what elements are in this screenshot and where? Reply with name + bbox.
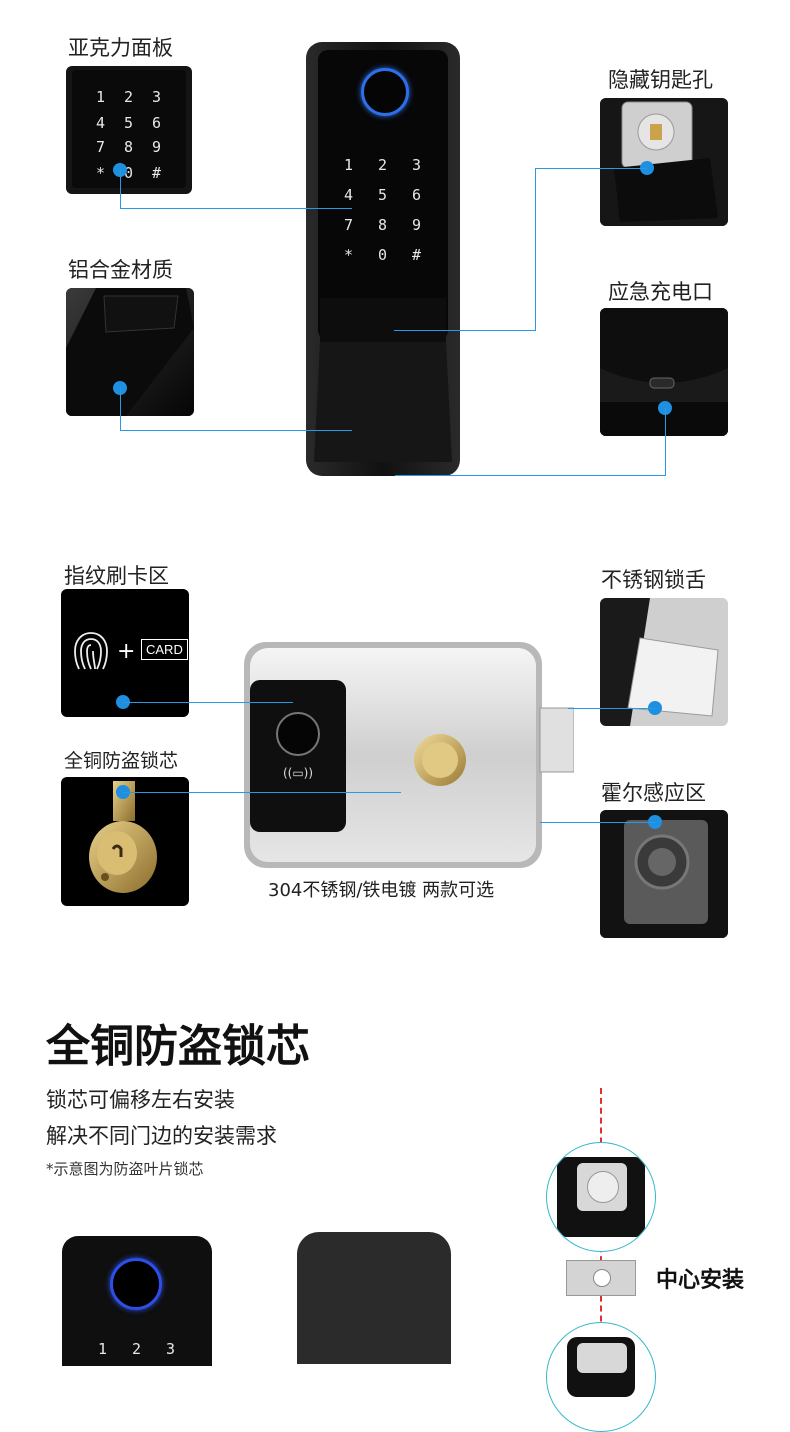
lock-key-2: 2	[378, 156, 388, 174]
center-install-label: 中心安装	[656, 1268, 745, 1293]
label-stainless-bolt: 不锈钢锁舌	[601, 568, 706, 592]
lock-back-preview	[297, 1232, 451, 1364]
connector-keyhole-v	[535, 168, 536, 330]
connector-keyhole-h	[535, 168, 647, 169]
thumb-acrylic-panel: 1 2 3 4 5 6 7 8 9 * 0 #	[66, 66, 192, 194]
card-badge: CARD	[141, 639, 188, 660]
connector-aluminum-v	[120, 388, 121, 430]
label-hall-area: 霍尔感应区	[601, 781, 706, 805]
cylinder-plate-icon	[566, 1260, 636, 1296]
label-acrylic-panel: 亚克力面板	[68, 36, 173, 60]
rim-fingerprint-sensor-icon	[276, 712, 320, 756]
key-5: 5	[124, 114, 134, 132]
material-caption: 304不锈钢/铁电镀 两款可选	[268, 880, 495, 901]
label-copper-core: 全铜防盗锁芯	[64, 750, 179, 772]
nfc-icon: ((▭))	[282, 766, 314, 780]
lock-key-hash: #	[412, 246, 422, 264]
hall-sensor-illustration	[600, 810, 728, 938]
preview-fingerprint-icon	[110, 1258, 162, 1310]
key-star: *	[96, 164, 106, 182]
lock-body-illustration	[306, 42, 460, 476]
key-2: 2	[124, 88, 134, 106]
key-hash: #	[152, 164, 162, 182]
lock-keypad: 1 2 3 4 5 6 7 8 9 * 0 #	[342, 156, 432, 266]
key-4: 4	[96, 114, 106, 132]
fingerprint-icon	[74, 632, 108, 670]
fingerprint-sensor-icon	[361, 68, 409, 116]
lock-key-1: 1	[344, 156, 354, 174]
preview-key-2: 2	[132, 1340, 142, 1358]
lock-front-preview: 1 2 3	[62, 1236, 212, 1366]
lock-key-0: 0	[378, 246, 388, 264]
connector-hall	[540, 822, 656, 823]
aluminum-edge-illustration	[66, 288, 194, 416]
usb-port-illustration	[600, 308, 728, 436]
label-emergency-port: 应急充电口	[608, 280, 713, 304]
cylinder-closeup-top	[546, 1142, 656, 1252]
connector-usb-h	[395, 475, 666, 476]
diagram-note: *示意图为防盗叶片锁芯	[46, 1160, 204, 1178]
connector-keyhole-h2	[394, 330, 536, 331]
lock-key-star: *	[344, 246, 354, 264]
key-3: 3	[152, 88, 162, 106]
section-title: 全铜防盗锁芯	[46, 1021, 310, 1072]
connector-fingerprint	[123, 702, 293, 703]
lock-key-4: 4	[344, 186, 354, 204]
lock-key-7: 7	[344, 216, 354, 234]
desc-line-1: 锁芯可偏移左右安装	[46, 1088, 235, 1112]
thumb-keypad: 1 2 3 4 5 6 7 8 9 * 0 #	[92, 88, 172, 188]
key-9: 9	[152, 138, 162, 156]
key-8: 8	[124, 138, 134, 156]
thumb-hall-area	[600, 810, 728, 938]
lock-key-9: 9	[412, 216, 422, 234]
marker-keyhole	[640, 161, 654, 175]
lock-key-6: 6	[412, 186, 422, 204]
smart-lock-body: 1 2 3 4 5 6 7 8 9 * 0 #	[306, 42, 460, 476]
label-aluminum: 铝合金材质	[68, 258, 173, 282]
connector-aluminum-h	[120, 430, 352, 431]
key-0: 0	[124, 164, 134, 182]
thumb-aluminum	[66, 288, 194, 416]
lock-key-8: 8	[378, 216, 388, 234]
preview-key-1: 1	[98, 1340, 108, 1358]
plus-sign: +	[117, 639, 136, 664]
desc-line-2: 解决不同门边的安装需求	[46, 1124, 277, 1148]
label-fingerprint-area: 指纹刷卡区	[64, 564, 169, 588]
connector-acrylic-h	[120, 208, 352, 209]
thumb-emergency-port	[600, 308, 728, 436]
connector-bolt	[568, 708, 656, 709]
rim-lock-illustration	[244, 642, 575, 868]
lock-key-5: 5	[378, 186, 388, 204]
label-hidden-keyhole: 隐藏钥匙孔	[608, 68, 713, 92]
lock-key-3: 3	[412, 156, 422, 174]
rim-lock-body: ((▭))	[244, 642, 575, 868]
thumb-hidden-keyhole	[600, 98, 728, 226]
bolt-illustration	[600, 598, 728, 726]
key-1: 1	[96, 88, 106, 106]
thumb-stainless-bolt	[600, 598, 728, 726]
connector-copper-core	[123, 792, 401, 793]
cylinder-closeup-bottom	[546, 1322, 656, 1432]
connector-acrylic-v	[120, 170, 121, 208]
keyhole-illustration	[600, 98, 728, 226]
preview-key-3: 3	[166, 1340, 176, 1358]
key-6: 6	[152, 114, 162, 132]
key-7: 7	[96, 138, 106, 156]
connector-usb-v	[665, 408, 666, 476]
